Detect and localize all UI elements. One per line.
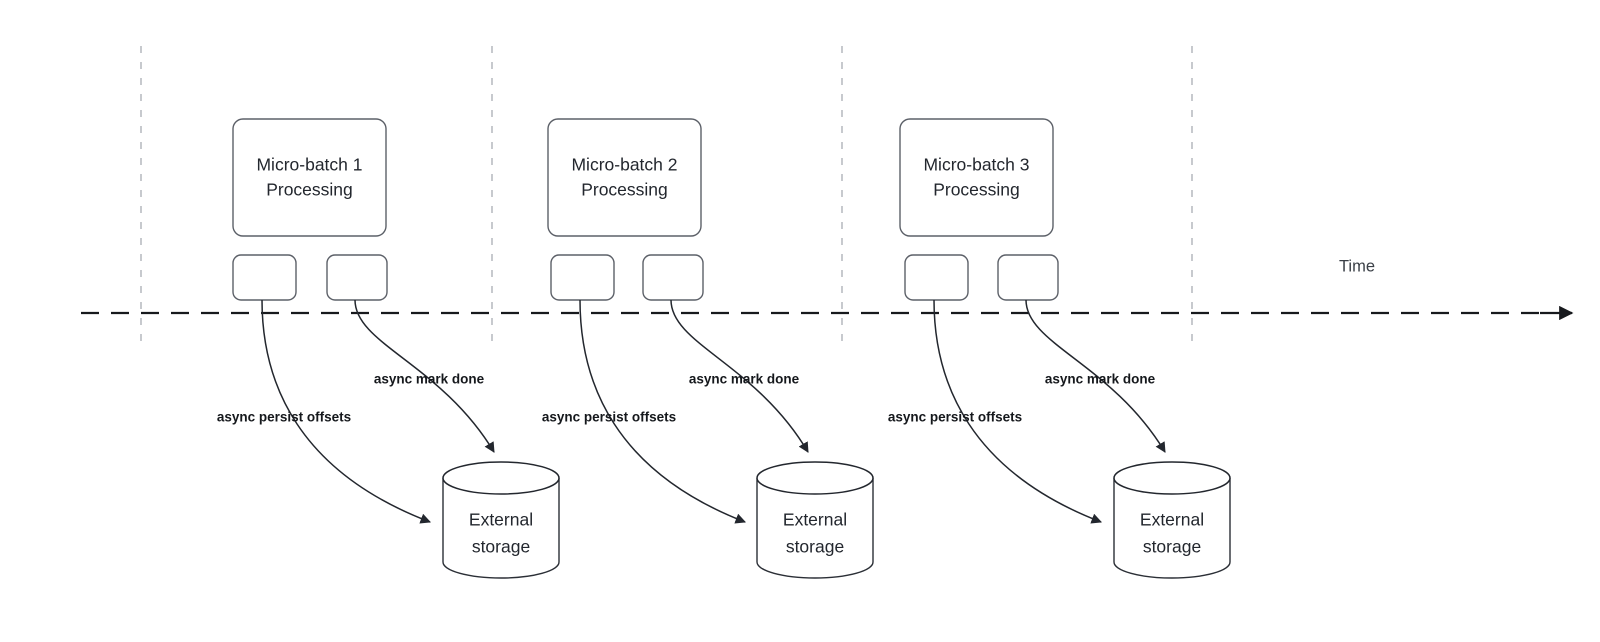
batch-1-storage-top [442,461,560,495]
micro-batch-1-label-line2: Processing [266,180,353,200]
batch-3-mark-done-edge [1025,299,1166,453]
batch-2-storage-body [756,478,874,579]
micro-batch-3-label-line1: Micro-batch 3 [923,155,1029,175]
batch-3-persist-offsets-label: async persist offsets [888,410,1022,425]
batch-1-persist-offsets-label: async persist offsets [217,410,351,425]
micro-batch-1-box[interactable] [232,118,387,237]
batch-group-3: Micro-batch 3 Processing async persist o… [888,118,1231,579]
batch-2-storage-label-line2: storage [786,537,844,557]
micro-batch-3-box[interactable] [899,118,1054,237]
batch-1-mark-done-task[interactable] [326,254,388,301]
batch-2-persist-offsets-edge [579,299,746,524]
batch-3-external-storage[interactable]: External storage [1113,461,1231,579]
batch-3-storage-label-line1: External [1140,510,1204,530]
batch-3-persist-offsets-task[interactable] [904,254,969,301]
time-axis-label: Time [1339,257,1375,275]
batch-3-mark-done-task[interactable] [997,254,1059,301]
batch-2-storage-top [756,461,874,495]
batch-1-storage-label-line1: External [469,510,533,530]
batch-group-2: Micro-batch 2 Processing async persist o… [542,118,874,579]
batch-3-storage-label-line2: storage [1143,537,1201,557]
batch-2-persist-offsets-task[interactable] [550,254,615,301]
batch-1-external-storage[interactable]: External storage [442,461,560,579]
batch-2-mark-done-task[interactable] [642,254,704,301]
time-axis-group: Time [81,257,1574,321]
grid-lines-group [140,46,1193,341]
batch-1-persist-offsets-edge [261,299,431,524]
batch-1-storage-body [442,478,560,579]
batch-1-storage-label-line2: storage [472,537,530,557]
batch-2-external-storage[interactable]: External storage [756,461,874,579]
batch-2-mark-done-label: async mark done [689,372,800,387]
batch-1-persist-offsets-task[interactable] [232,254,297,301]
micro-batch-1-label-line1: Micro-batch 1 [256,155,362,175]
batch-1-mark-done-label: async mark done [374,372,485,387]
batch-3-persist-offsets-edge [933,299,1102,524]
batch-3-mark-done-label: async mark done [1045,372,1156,387]
micro-batch-2-label-line1: Micro-batch 2 [571,155,677,175]
batch-3-storage-body [1113,478,1231,579]
batch-1-mark-done-edge [354,299,495,453]
batch-2-storage-label-line1: External [783,510,847,530]
micro-batch-3-label-line2: Processing [933,180,1020,200]
batch-2-persist-offsets-label: async persist offsets [542,410,676,425]
batch-3-storage-top [1113,461,1231,495]
micro-batch-2-box[interactable] [547,118,702,237]
batch-2-mark-done-edge [670,299,809,453]
micro-batch-2-label-line2: Processing [581,180,668,200]
batch-group-1: Micro-batch 1 Processing async persist o… [217,118,560,579]
